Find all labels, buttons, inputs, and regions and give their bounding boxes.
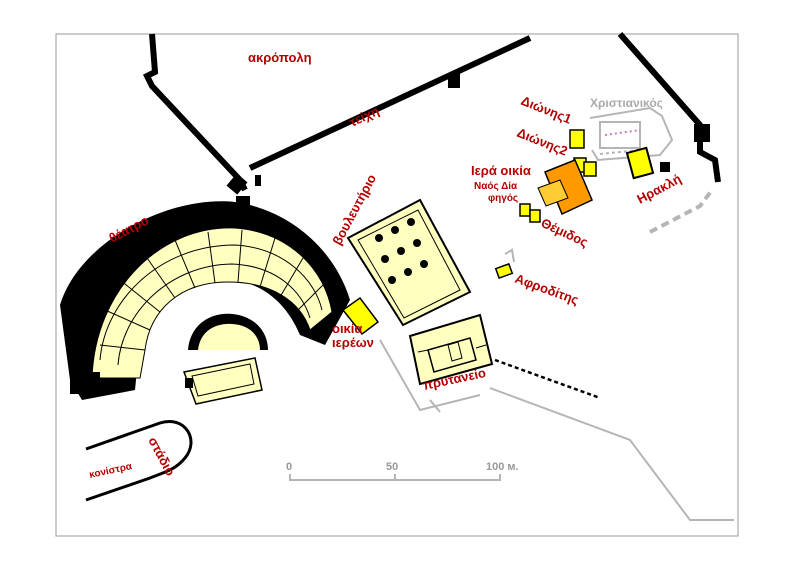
label-acropolis: ακρόπολη [248,50,312,65]
scale-bar: 0 50 100 м. [286,461,519,481]
grey-paths [379,339,734,521]
prytaneion [408,313,601,400]
label-priests-house-2: ιερέων [332,335,374,350]
label-sacred-house: Ιερά οικία [471,163,531,178]
scale-label-50: 50 [386,461,398,473]
sanctuary-buildings [494,129,670,280]
bouleuterion [346,198,472,327]
label-priests-house-1: οικία [332,321,362,336]
theatre [60,196,350,405]
label-temple-zeus: Ναός Δία [474,181,518,192]
label-christian: Χριστιανικός [590,96,663,110]
stadium [85,420,193,502]
acropolis-walls [142,32,721,195]
east-wall-dashed [649,188,714,234]
scale-label-100: 100 м. [486,461,519,473]
priests-house [341,296,380,336]
scale-label-0: 0 [286,461,292,473]
christian-basilica [589,106,674,162]
label-oak: φηγός [488,193,518,204]
